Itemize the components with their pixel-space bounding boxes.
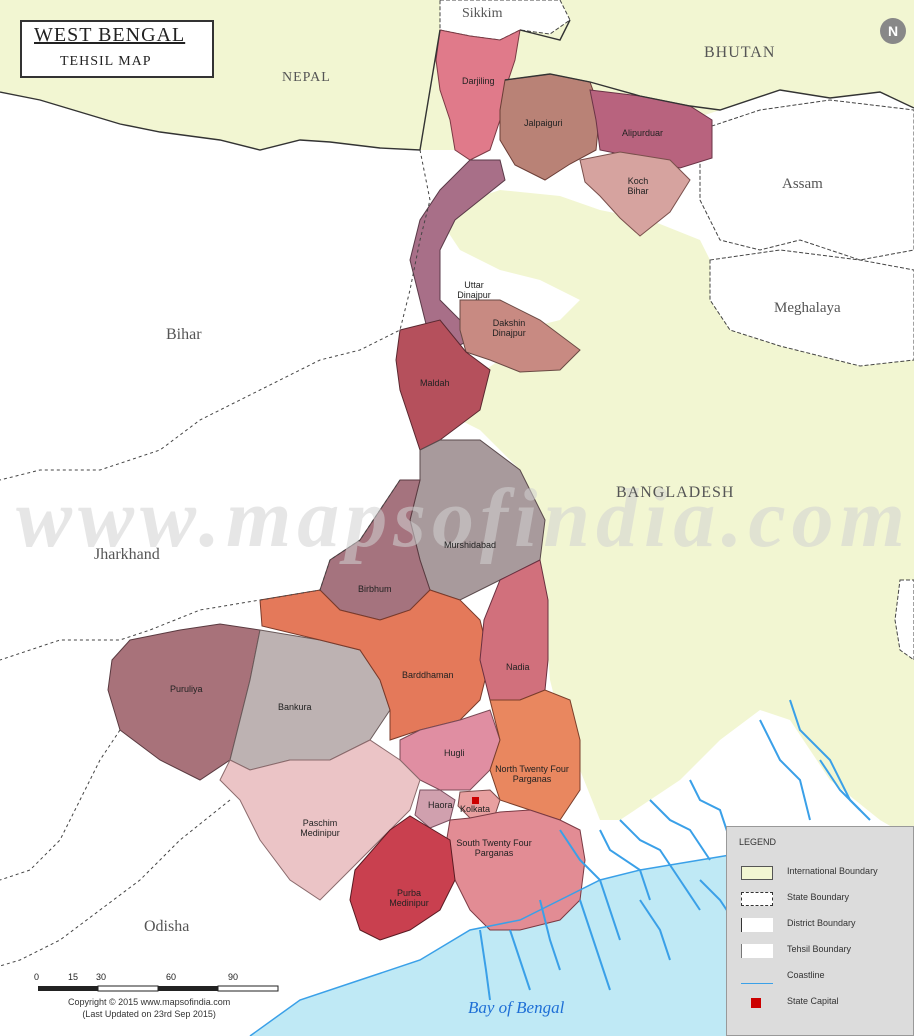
district-darjiling xyxy=(435,29,521,161)
scale-tick-3: 60 xyxy=(166,972,177,982)
copyright: Copyright © 2015 www.mapsofindia.com (La… xyxy=(68,996,230,1020)
compass-icon: N xyxy=(880,18,906,44)
legend-item-state: State Boundary xyxy=(737,889,913,909)
label-paschim-medinipur: Paschim Medinipur xyxy=(300,818,340,838)
label-uttar-dinajpur: Uttar Dinajpur xyxy=(457,280,491,300)
label-bay-of-bengal: Bay of Bengal xyxy=(468,998,565,1017)
label-koch-bihar: Koch Bihar xyxy=(627,176,649,196)
label-dakshin-dinajpur: Dakshin Dinajpur xyxy=(492,318,526,338)
label-odisha: Odisha xyxy=(144,918,190,935)
scale-tick-2: 30 xyxy=(96,972,107,982)
legend-label: International Boundary xyxy=(787,866,878,876)
district-barddhaman xyxy=(259,589,491,741)
district-dakshin-dinajpur xyxy=(459,299,581,373)
label-nepal: NEPAL xyxy=(282,70,331,85)
district-north-24-parganas xyxy=(489,689,581,821)
label-kolkata: Kolkata xyxy=(460,804,491,814)
label-assam: Assam xyxy=(782,176,823,192)
legend-swatch-tehsil xyxy=(741,944,773,958)
legend-swatch-capital xyxy=(751,998,761,1008)
district-purba-medinipur xyxy=(349,815,456,941)
label-bankura: Bankura xyxy=(278,702,312,712)
copyright-line2: (Last Updated on 23rd Sep 2015) xyxy=(82,1009,216,1019)
state-boundary-jharkhand xyxy=(0,479,401,661)
state-capital-marker xyxy=(472,797,479,804)
scale-tick-1: 15 xyxy=(68,972,79,982)
label-purba-medinipur: Purba Medinipur xyxy=(389,888,429,908)
assam-region xyxy=(699,99,914,261)
watermark: www.mapsofindia.com xyxy=(16,472,911,565)
label-jharkhand: Jharkhand xyxy=(94,546,160,563)
label-bihar: Bihar xyxy=(166,326,202,343)
label-maldah: Maldah xyxy=(420,378,450,388)
tripura-region xyxy=(894,579,914,661)
scale-tick-0: 0 xyxy=(34,972,40,982)
label-birbhum: Birbhum xyxy=(358,584,392,594)
legend-label: Tehsil Boundary xyxy=(787,944,852,954)
legend-item-district: District Boundary xyxy=(737,915,913,935)
legend-item-coastline: Coastline xyxy=(737,967,913,987)
copyright-line1: Copyright © 2015 www.mapsofindia.com xyxy=(68,997,231,1007)
legend-label: State Capital xyxy=(787,996,839,1006)
legend-item-tehsil: Tehsil Boundary xyxy=(737,941,913,961)
label-hugli: Hugli xyxy=(444,748,465,758)
scale-tick-4: 90 xyxy=(228,972,239,982)
meghalaya-region xyxy=(709,249,914,367)
label-murshidabad: Murshidabad xyxy=(444,540,497,550)
legend-swatch-international xyxy=(741,866,773,880)
title-box: WEST BENGAL TEHSIL MAP xyxy=(20,20,214,78)
legend: LEGEND International Boundary State Boun… xyxy=(726,826,914,1036)
label-nadia: Nadia xyxy=(506,662,530,672)
international-boundary-north xyxy=(0,29,441,151)
legend-label: State Boundary xyxy=(787,892,850,902)
legend-item-international: International Boundary xyxy=(737,863,913,883)
label-darjiling: Darjiling xyxy=(462,76,495,86)
label-meghalaya: Meghalaya xyxy=(774,300,841,316)
map-title: WEST BENGAL xyxy=(34,24,186,46)
label-jalpaiguri: Jalpaiguri xyxy=(524,118,563,128)
label-bhutan: BHUTAN xyxy=(704,44,776,61)
label-bangladesh: BANGLADESH xyxy=(616,484,735,501)
legend-label: Coastline xyxy=(787,970,825,980)
legend-swatch-district xyxy=(741,918,773,932)
label-purulia: Puruliya xyxy=(170,684,203,694)
scale-bar xyxy=(38,985,279,992)
district-south-24-parganas xyxy=(444,809,586,931)
state-boundary-odisha xyxy=(0,729,231,967)
legend-swatch-coastline xyxy=(741,970,773,984)
label-south-24-parganas: South Twenty Four Parganas xyxy=(456,838,532,858)
label-barddhaman: Barddhaman xyxy=(402,670,454,680)
label-haora: Haora xyxy=(428,800,453,810)
legend-label: District Boundary xyxy=(787,918,856,928)
international-boundary-bhutan xyxy=(504,19,914,111)
state-boundary-bihar xyxy=(0,149,431,481)
legend-item-capital: State Capital xyxy=(737,993,913,1013)
legend-title: LEGEND xyxy=(739,837,777,847)
label-alipurduar: Alipurduar xyxy=(622,128,664,138)
map-subtitle: TEHSIL MAP xyxy=(60,54,152,69)
label-sikkim: Sikkim xyxy=(462,6,503,21)
label-north-24-parganas: North Twenty Four Parganas xyxy=(495,764,569,784)
coastline xyxy=(249,839,914,1036)
legend-swatch-state xyxy=(741,892,773,906)
district-koch-bihar xyxy=(579,151,691,237)
